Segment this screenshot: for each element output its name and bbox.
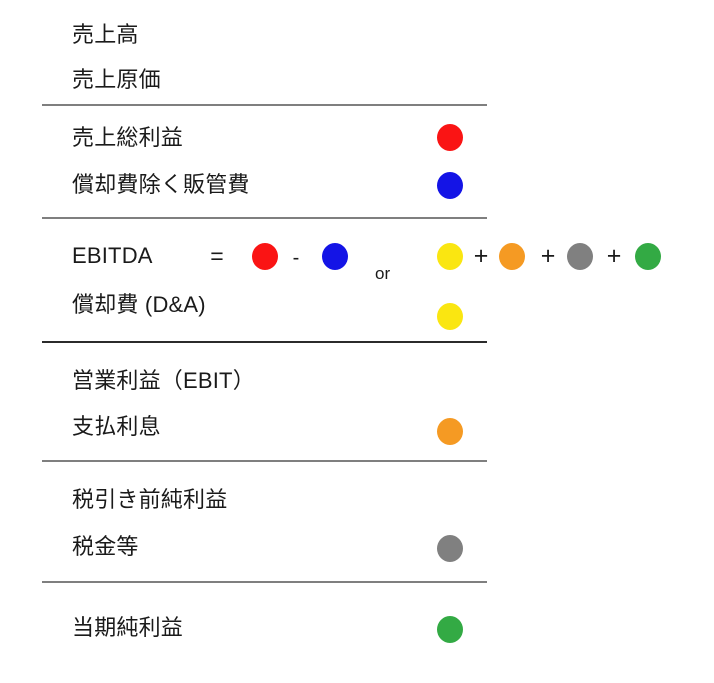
row-label-depreciation: 償却費 (D&A) bbox=[72, 292, 206, 317]
row-label-sga-excl-da: 償却費除く販管費 bbox=[72, 172, 250, 197]
divider-above-ebitda bbox=[42, 217, 487, 219]
formula-plus-sign-3: + bbox=[606, 242, 622, 270]
formula-dot-interest-expense bbox=[499, 243, 525, 270]
legend-dot-taxes bbox=[437, 535, 463, 562]
formula-or-word: or bbox=[375, 264, 391, 283]
formula-plus-sign-1: + bbox=[473, 242, 489, 270]
formula-minus-sign: - bbox=[292, 247, 300, 269]
row-label-gross-profit: 売上総利益 bbox=[72, 125, 184, 150]
divider-above-net-income bbox=[42, 581, 487, 583]
legend-dot-depreciation bbox=[437, 303, 463, 330]
legend-dot-gross-profit bbox=[437, 124, 463, 151]
formula-dot-net-income bbox=[635, 243, 661, 270]
divider-above-pretax-income bbox=[42, 460, 487, 462]
row-label-net-sales: 売上高 bbox=[72, 22, 139, 47]
divider-above-operating-income bbox=[42, 341, 487, 343]
formula-dot-sga-excl-da bbox=[322, 243, 348, 270]
legend-dot-sga-excl-da bbox=[437, 172, 463, 199]
formula-plus-sign-2: + bbox=[540, 242, 556, 270]
legend-dot-net-income bbox=[437, 616, 463, 643]
row-label-net-income: 当期純利益 bbox=[72, 615, 184, 640]
formula-dot-gross-profit bbox=[252, 243, 278, 270]
row-label-operating-income: 営業利益（EBIT） bbox=[72, 368, 255, 393]
formula-dot-depreciation bbox=[437, 243, 463, 270]
formula-equals-sign: = bbox=[210, 243, 224, 269]
row-label-ebitda: EBITDA bbox=[72, 243, 153, 268]
formula-dot-taxes bbox=[567, 243, 593, 270]
divider-above-gross-profit bbox=[42, 104, 487, 106]
row-label-cost-of-goods-sold: 売上原価 bbox=[72, 67, 161, 92]
row-label-taxes: 税金等 bbox=[72, 534, 139, 559]
row-label-interest-expense: 支払利息 bbox=[72, 414, 161, 439]
legend-dot-interest-expense bbox=[437, 418, 463, 445]
row-label-pretax-income: 税引き前純利益 bbox=[72, 487, 228, 512]
